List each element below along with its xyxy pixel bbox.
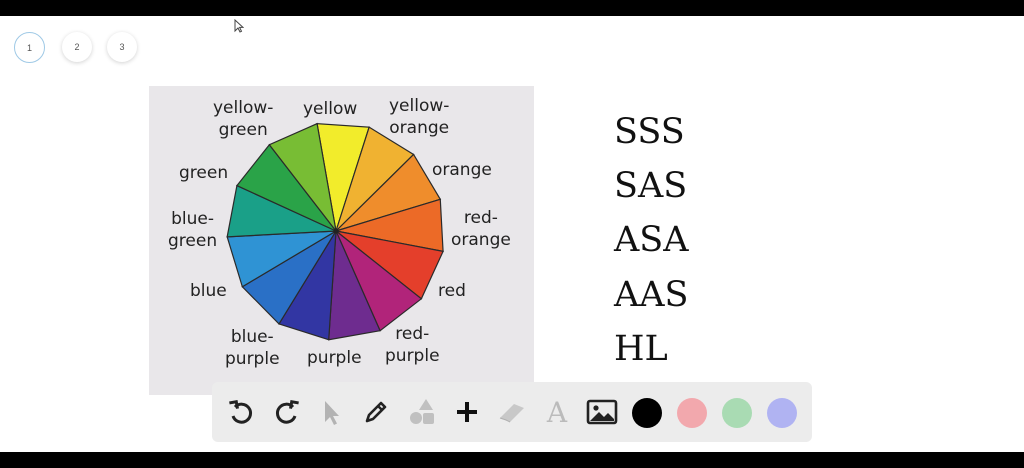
label-blue: blue xyxy=(190,281,227,301)
pointer-icon[interactable] xyxy=(313,394,349,430)
label-yellow: yellow xyxy=(303,99,358,119)
label-red: red xyxy=(438,281,466,301)
congruence-item-sas: SAS xyxy=(614,166,688,206)
label-blue-green: blue-green xyxy=(168,209,218,251)
color-wheel xyxy=(226,122,444,341)
page-tab-2[interactable]: 2 xyxy=(62,32,92,62)
label-yellow-green: yellow-green xyxy=(213,98,274,140)
congruence-item-aas: AAS xyxy=(614,275,689,315)
wheel-center xyxy=(333,228,339,234)
congruence-item-sss: SSS xyxy=(614,112,685,152)
top-bar xyxy=(0,0,1024,16)
image-icon[interactable] xyxy=(584,394,620,430)
color-lavender-swatch[interactable] xyxy=(767,398,797,428)
text-icon[interactable]: A xyxy=(546,395,568,429)
congruence-item-hl: HL xyxy=(614,329,668,369)
wheel-segment xyxy=(268,122,337,232)
label-blue-purple: blue-purple xyxy=(225,327,280,369)
label-red-purple: red-purple xyxy=(385,324,440,366)
color-green-swatch[interactable] xyxy=(722,398,752,428)
label-purple: purple xyxy=(307,348,362,368)
page-tab-1[interactable]: 1 xyxy=(14,32,45,63)
redo-icon[interactable] xyxy=(269,394,305,430)
label-yellow-orange: yellow-orange xyxy=(389,96,450,138)
drawing-toolbar: A xyxy=(212,382,812,442)
eraser-icon[interactable] xyxy=(494,394,530,430)
color-wheel-image: yellow-green yellow yellow-orange orange… xyxy=(149,86,534,395)
color-pink-swatch[interactable] xyxy=(677,398,707,428)
undo-icon[interactable] xyxy=(223,394,259,430)
shapes-icon[interactable] xyxy=(404,394,440,430)
bottom-bar xyxy=(0,452,1024,468)
congruence-item-asa: ASA xyxy=(614,220,689,260)
page-tab-3[interactable]: 3 xyxy=(107,32,137,62)
plus-icon[interactable] xyxy=(449,394,485,430)
pencil-icon[interactable] xyxy=(358,394,394,430)
mouse-cursor-icon xyxy=(234,19,244,33)
label-orange: orange xyxy=(432,160,492,180)
label-green: green xyxy=(179,163,229,183)
label-red-orange: red-orange xyxy=(451,208,511,250)
color-black-swatch[interactable] xyxy=(632,398,662,428)
